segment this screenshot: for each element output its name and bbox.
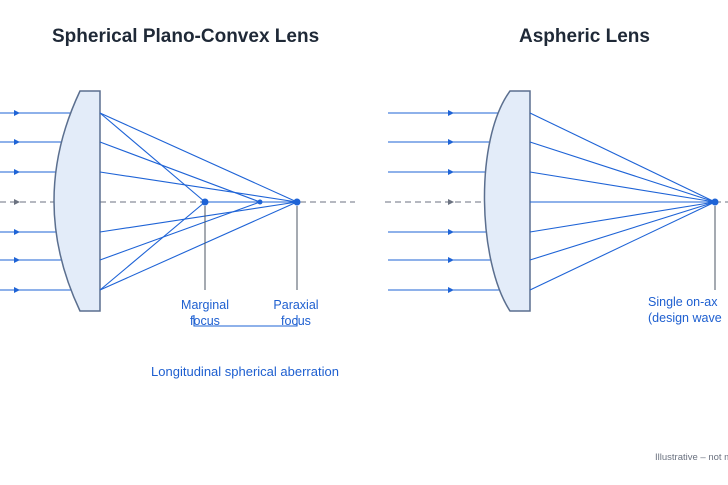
paraxial-focus-label: Paraxial focus: [256, 297, 336, 329]
single-focus-line1: Single on-ax: [648, 295, 718, 309]
aspheric-lens-group: [385, 90, 728, 312]
aspheric-lens: [483, 90, 531, 312]
single-focus-label: Single on-ax (design wave: [648, 294, 728, 326]
incident-arrows-left: [14, 110, 20, 293]
incident-arrows-right: [448, 110, 454, 293]
paraxial-focus-line2: focus: [281, 314, 311, 328]
marginal-focus-point: [201, 198, 209, 206]
spherical-lens-group: [0, 90, 355, 327]
aberration-label: Longitudinal spherical aberration: [151, 364, 339, 379]
paraxial-focus-point: [293, 198, 301, 206]
aberration-bracket: [193, 315, 298, 327]
spherical-lens: [53, 90, 101, 312]
marginal-focus-line1: Marginal: [181, 298, 229, 312]
single-focus-line2: (design wave: [648, 311, 722, 325]
spherical-lens-title: Spherical Plano-Convex Lens: [52, 26, 320, 47]
footnote: Illustrative – not m: [655, 452, 728, 463]
mid-focus-point: [257, 199, 263, 205]
paraxial-focus-line1: Paraxial: [273, 298, 319, 312]
marginal-focus-label: Marginal focus: [160, 297, 250, 329]
single-focus-point: [711, 198, 719, 206]
refracted-rays-right: [529, 112, 716, 291]
refracted-rays-left: [99, 112, 298, 291]
marginal-focus-line2: focus: [190, 314, 220, 328]
aspheric-lens-title: Aspheric Lens: [519, 26, 650, 47]
